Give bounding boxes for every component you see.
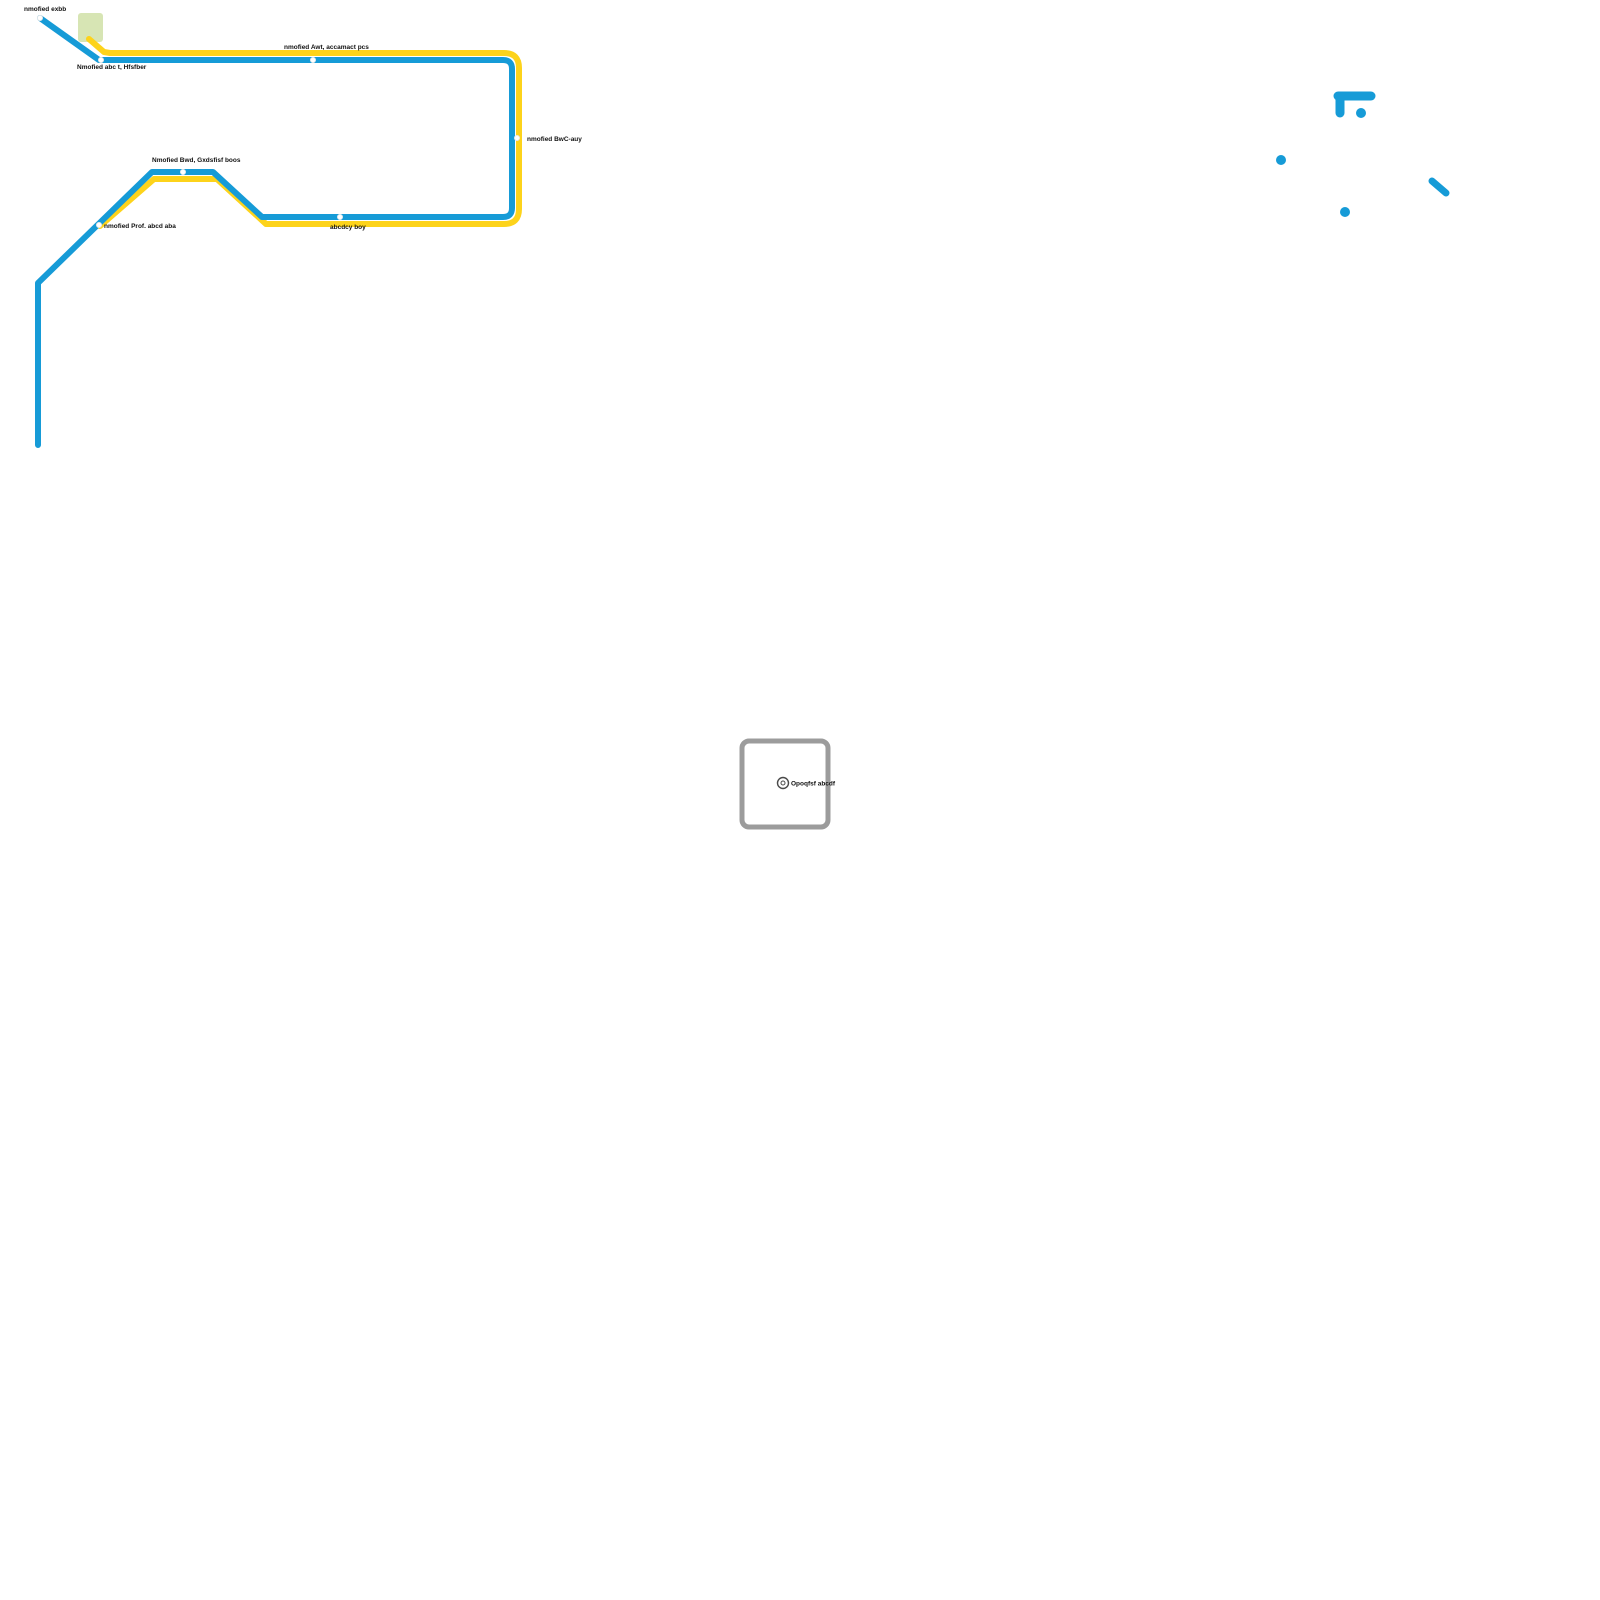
station-marker-corner-west[interactable] bbox=[98, 57, 105, 64]
station-marker-yellow-terminus[interactable] bbox=[96, 221, 103, 228]
station-marker-bottom-mid[interactable] bbox=[336, 213, 343, 220]
line-fragment-dot-3 bbox=[1340, 207, 1350, 217]
station-label-corner-west: Nmofied abc t, Hfsfber bbox=[77, 64, 147, 71]
station-label-east-side: nmofied BwC-auy bbox=[527, 136, 582, 143]
station-marker-east-side[interactable] bbox=[514, 134, 521, 141]
station-marker-ridge-west[interactable] bbox=[179, 168, 186, 175]
station-marker-terminus-northwest[interactable] bbox=[37, 14, 44, 21]
line-fragment-dot-1 bbox=[1356, 108, 1366, 118]
line-fragment-dot-2 bbox=[1276, 155, 1286, 165]
station-label-yellow-terminus: nmofied Prof. abcd aba bbox=[104, 223, 176, 230]
station-label-terminus-northwest: nmofied exbb bbox=[24, 6, 66, 13]
legend-label: Opoqfsf abcdf bbox=[791, 781, 836, 788]
route-line-blue bbox=[35, 15, 515, 448]
legend-station-symbol-core bbox=[780, 780, 786, 786]
station-label-top-mid: nmofied Awt, accamact pcs bbox=[284, 44, 369, 51]
line-fragment-diagonal bbox=[1428, 177, 1450, 197]
station-marker-top-mid[interactable] bbox=[309, 57, 316, 64]
park-area bbox=[78, 13, 103, 42]
station-label-ridge-west: Nmofied Bwd, Gxdsfisf boos bbox=[152, 157, 241, 164]
route-line-yellow bbox=[86, 36, 522, 229]
station-label-bottom-mid: abcdcy boy bbox=[330, 224, 366, 231]
